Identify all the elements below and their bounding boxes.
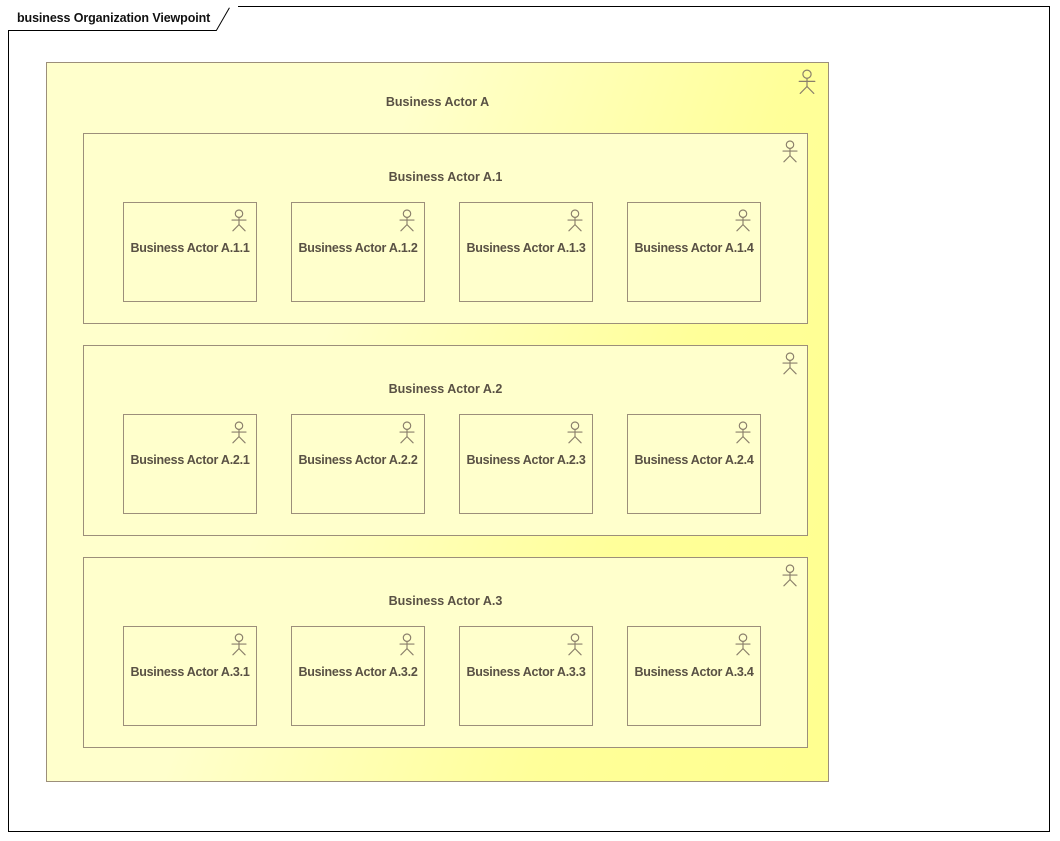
business-actor-group-a1[interactable]: Business Actor A.1 Business Actor A.1.1 [83, 133, 808, 324]
business-actor-a11-label: Business Actor A.1.1 [130, 241, 250, 255]
business-actor-icon [565, 633, 585, 657]
business-actor-a32-label: Business Actor A.3.2 [298, 665, 418, 679]
business-actor-icon [565, 209, 585, 233]
business-actor-icon [229, 633, 249, 657]
business-actor-a31[interactable]: Business Actor A.3.1 [123, 626, 257, 726]
business-actor-icon [796, 69, 818, 96]
business-actor-root-label: Business Actor A [385, 95, 490, 109]
business-actor-a33-label: Business Actor A.3.3 [466, 665, 586, 679]
business-actor-a21-label: Business Actor A.2.1 [130, 453, 250, 467]
tab-slant-corner [216, 6, 238, 31]
business-actor-a22-label: Business Actor A.2.2 [298, 453, 418, 467]
business-actor-a23[interactable]: Business Actor A.2.3 [459, 414, 593, 514]
business-actor-a32[interactable]: Business Actor A.3.2 [291, 626, 425, 726]
business-actor-icon [780, 352, 800, 376]
business-actor-icon [397, 209, 417, 233]
business-actor-icon [780, 140, 800, 164]
business-actor-a14-label: Business Actor A.1.4 [634, 241, 754, 255]
business-actor-a14[interactable]: Business Actor A.1.4 [627, 202, 761, 302]
business-actor-a24-label: Business Actor A.2.4 [634, 453, 754, 467]
business-actor-group-a2[interactable]: Business Actor A.2 Business Actor A.2.1 [83, 345, 808, 536]
business-actor-root[interactable]: Business Actor A Business Actor A.1 [46, 62, 829, 782]
business-actor-a22[interactable]: Business Actor A.2.2 [291, 414, 425, 514]
business-actor-a31-label: Business Actor A.3.1 [130, 665, 250, 679]
business-actor-icon [733, 421, 753, 445]
business-actor-icon [397, 421, 417, 445]
business-actor-group-a2-label: Business Actor A.2 [388, 382, 503, 396]
business-actor-group-a3[interactable]: Business Actor A.3 Business Actor A.3.1 [83, 557, 808, 748]
business-actor-icon [780, 564, 800, 588]
business-actor-a12[interactable]: Business Actor A.1.2 [291, 202, 425, 302]
business-actor-group-stack: Business Actor A.1 Business Actor A.1.1 [83, 133, 808, 769]
business-actor-a11[interactable]: Business Actor A.1.1 [123, 202, 257, 302]
business-actor-leaf-row: Business Actor A.2.1 Business Actor A.2.… [123, 414, 761, 514]
business-actor-group-a1-label: Business Actor A.1 [388, 170, 503, 184]
viewpoint-title-tab-body: business Organization Viewpoint [8, 6, 217, 31]
business-actor-icon [733, 209, 753, 233]
business-actor-a23-label: Business Actor A.2.3 [466, 453, 586, 467]
business-actor-group-a3-label: Business Actor A.3 [388, 594, 503, 608]
business-actor-a34-label: Business Actor A.3.4 [634, 665, 754, 679]
business-actor-leaf-row: Business Actor A.3.1 Business Actor A.3.… [123, 626, 761, 726]
business-actor-leaf-row: Business Actor A.1.1 Business Actor A.1.… [123, 202, 761, 302]
business-actor-icon [229, 209, 249, 233]
viewpoint-title-label: business Organization Viewpoint [17, 11, 211, 25]
business-actor-a12-label: Business Actor A.1.2 [298, 241, 418, 255]
business-actor-icon [733, 633, 753, 657]
business-actor-a24[interactable]: Business Actor A.2.4 [627, 414, 761, 514]
business-actor-icon [397, 633, 417, 657]
business-actor-a13-label: Business Actor A.1.3 [466, 241, 586, 255]
viewpoint-title-tab[interactable]: business Organization Viewpoint [8, 6, 239, 31]
business-actor-a34[interactable]: Business Actor A.3.4 [627, 626, 761, 726]
business-actor-icon [229, 421, 249, 445]
business-actor-a21[interactable]: Business Actor A.2.1 [123, 414, 257, 514]
business-actor-a33[interactable]: Business Actor A.3.3 [459, 626, 593, 726]
business-actor-a13[interactable]: Business Actor A.1.3 [459, 202, 593, 302]
business-actor-icon [565, 421, 585, 445]
